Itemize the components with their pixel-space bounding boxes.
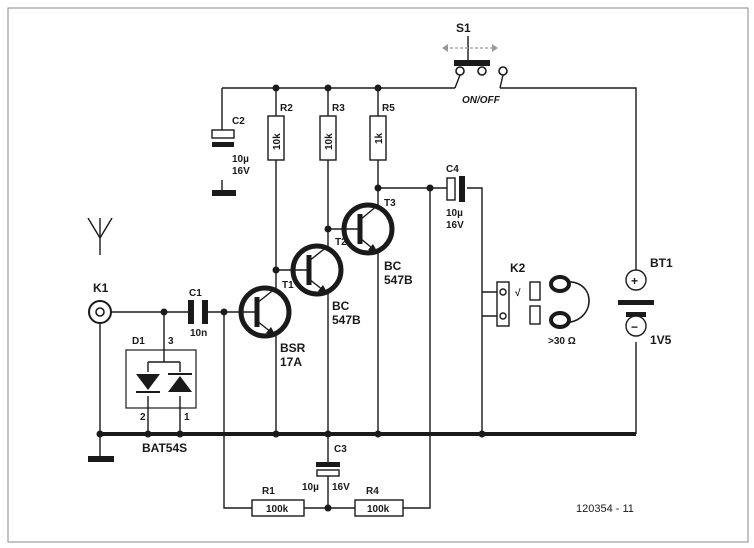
r3-body bbox=[319, 115, 337, 161]
c3-plate-bottom bbox=[316, 469, 340, 477]
c2-plate-top bbox=[211, 129, 235, 139]
t3-transistor bbox=[328, 188, 395, 434]
battery-plus: + bbox=[631, 274, 638, 288]
c3-plate-top bbox=[316, 462, 340, 467]
onoff-label: ON/OFF bbox=[462, 95, 501, 106]
r1-value: 100k bbox=[266, 504, 289, 515]
k1-pin bbox=[95, 307, 105, 317]
r1-label: R1 bbox=[262, 486, 275, 497]
k2-speaker-left bbox=[529, 281, 541, 301]
c4-wire bbox=[378, 187, 483, 434]
d1-type: BAT54S bbox=[142, 441, 187, 455]
c1-plate-left bbox=[188, 300, 194, 324]
drawing-reference: 120354 - 11 bbox=[576, 503, 634, 515]
k1-ground bbox=[88, 456, 114, 462]
k2-label: K2 bbox=[510, 261, 526, 275]
r5-value: 1k bbox=[374, 132, 385, 144]
r3-value: 10k bbox=[324, 133, 335, 150]
c2-plate-bottom bbox=[212, 142, 234, 147]
k2-wires bbox=[482, 291, 497, 317]
r4-value: 100k bbox=[367, 504, 390, 515]
r5-body bbox=[369, 115, 387, 161]
s1-label: S1 bbox=[456, 21, 471, 35]
d1-diode-b bbox=[168, 376, 192, 392]
k2-impedance: >30 Ω bbox=[548, 336, 576, 347]
c4-label: C4 bbox=[446, 164, 459, 175]
r2-value: 10k bbox=[272, 133, 283, 150]
t3-label: T3 bbox=[384, 198, 396, 209]
r2-label: R2 bbox=[280, 103, 293, 114]
d1-diode-a bbox=[136, 374, 160, 390]
feedback-wire bbox=[403, 188, 431, 509]
d1-pin1: 1 bbox=[184, 412, 190, 423]
t1-type-1: BSR bbox=[280, 341, 306, 355]
r4-body bbox=[354, 499, 404, 517]
t2-type-2: 547B bbox=[332, 313, 361, 327]
d1-pin2: 2 bbox=[140, 412, 146, 423]
c1-label: C1 bbox=[189, 288, 202, 299]
r3-label: R3 bbox=[332, 103, 345, 114]
c2-ground bbox=[212, 190, 236, 196]
r1-body bbox=[251, 499, 305, 517]
battery-icon bbox=[618, 269, 654, 337]
k1-label: K1 bbox=[93, 281, 109, 295]
c1-plate-right bbox=[202, 300, 208, 324]
headphone-icon bbox=[549, 275, 590, 329]
t2-transistor bbox=[276, 243, 344, 297]
c1-value: 10n bbox=[190, 328, 207, 339]
top-rail bbox=[222, 87, 637, 270]
t2-label: T2 bbox=[335, 237, 347, 248]
junction-dots bbox=[96, 84, 486, 512]
r5-label: R5 bbox=[382, 103, 395, 114]
antenna-icon bbox=[87, 217, 113, 255]
c3-value-2: 16V bbox=[332, 482, 350, 493]
frame bbox=[7, 7, 749, 543]
r4-label: R4 bbox=[366, 486, 379, 497]
c4-value-1: 10µ bbox=[446, 208, 463, 219]
t1-transistor bbox=[224, 285, 292, 339]
k2-check: √ bbox=[515, 288, 521, 299]
c3-value-1: 10µ bbox=[302, 482, 319, 493]
k2-speaker-right bbox=[529, 305, 541, 325]
t3-type-2: 547B bbox=[384, 273, 413, 287]
t1-type-2: 17A bbox=[280, 355, 302, 369]
d1-pin3: 3 bbox=[168, 336, 174, 347]
t2-type-1: BC bbox=[332, 299, 350, 313]
c2-value-2: 16V bbox=[232, 166, 250, 177]
d1-wires bbox=[147, 340, 181, 434]
c4-plate-right bbox=[459, 176, 465, 202]
r2-body bbox=[267, 115, 285, 161]
t3-type-1: BC bbox=[384, 259, 402, 273]
battery-minus: − bbox=[631, 320, 638, 334]
d1-label: D1 bbox=[132, 336, 145, 347]
switch-icon bbox=[442, 36, 508, 89]
c2-label: C2 bbox=[232, 116, 245, 127]
t1-label: T1 bbox=[282, 280, 294, 291]
d1-package bbox=[125, 349, 197, 409]
bt1-label: BT1 bbox=[650, 256, 673, 270]
c3-label: C3 bbox=[334, 444, 347, 455]
bt1-value: 1V5 bbox=[650, 333, 672, 347]
c2-value-1: 10µ bbox=[232, 154, 249, 165]
c4-plate-left bbox=[446, 177, 456, 201]
c4-value-2: 16V bbox=[446, 220, 464, 231]
